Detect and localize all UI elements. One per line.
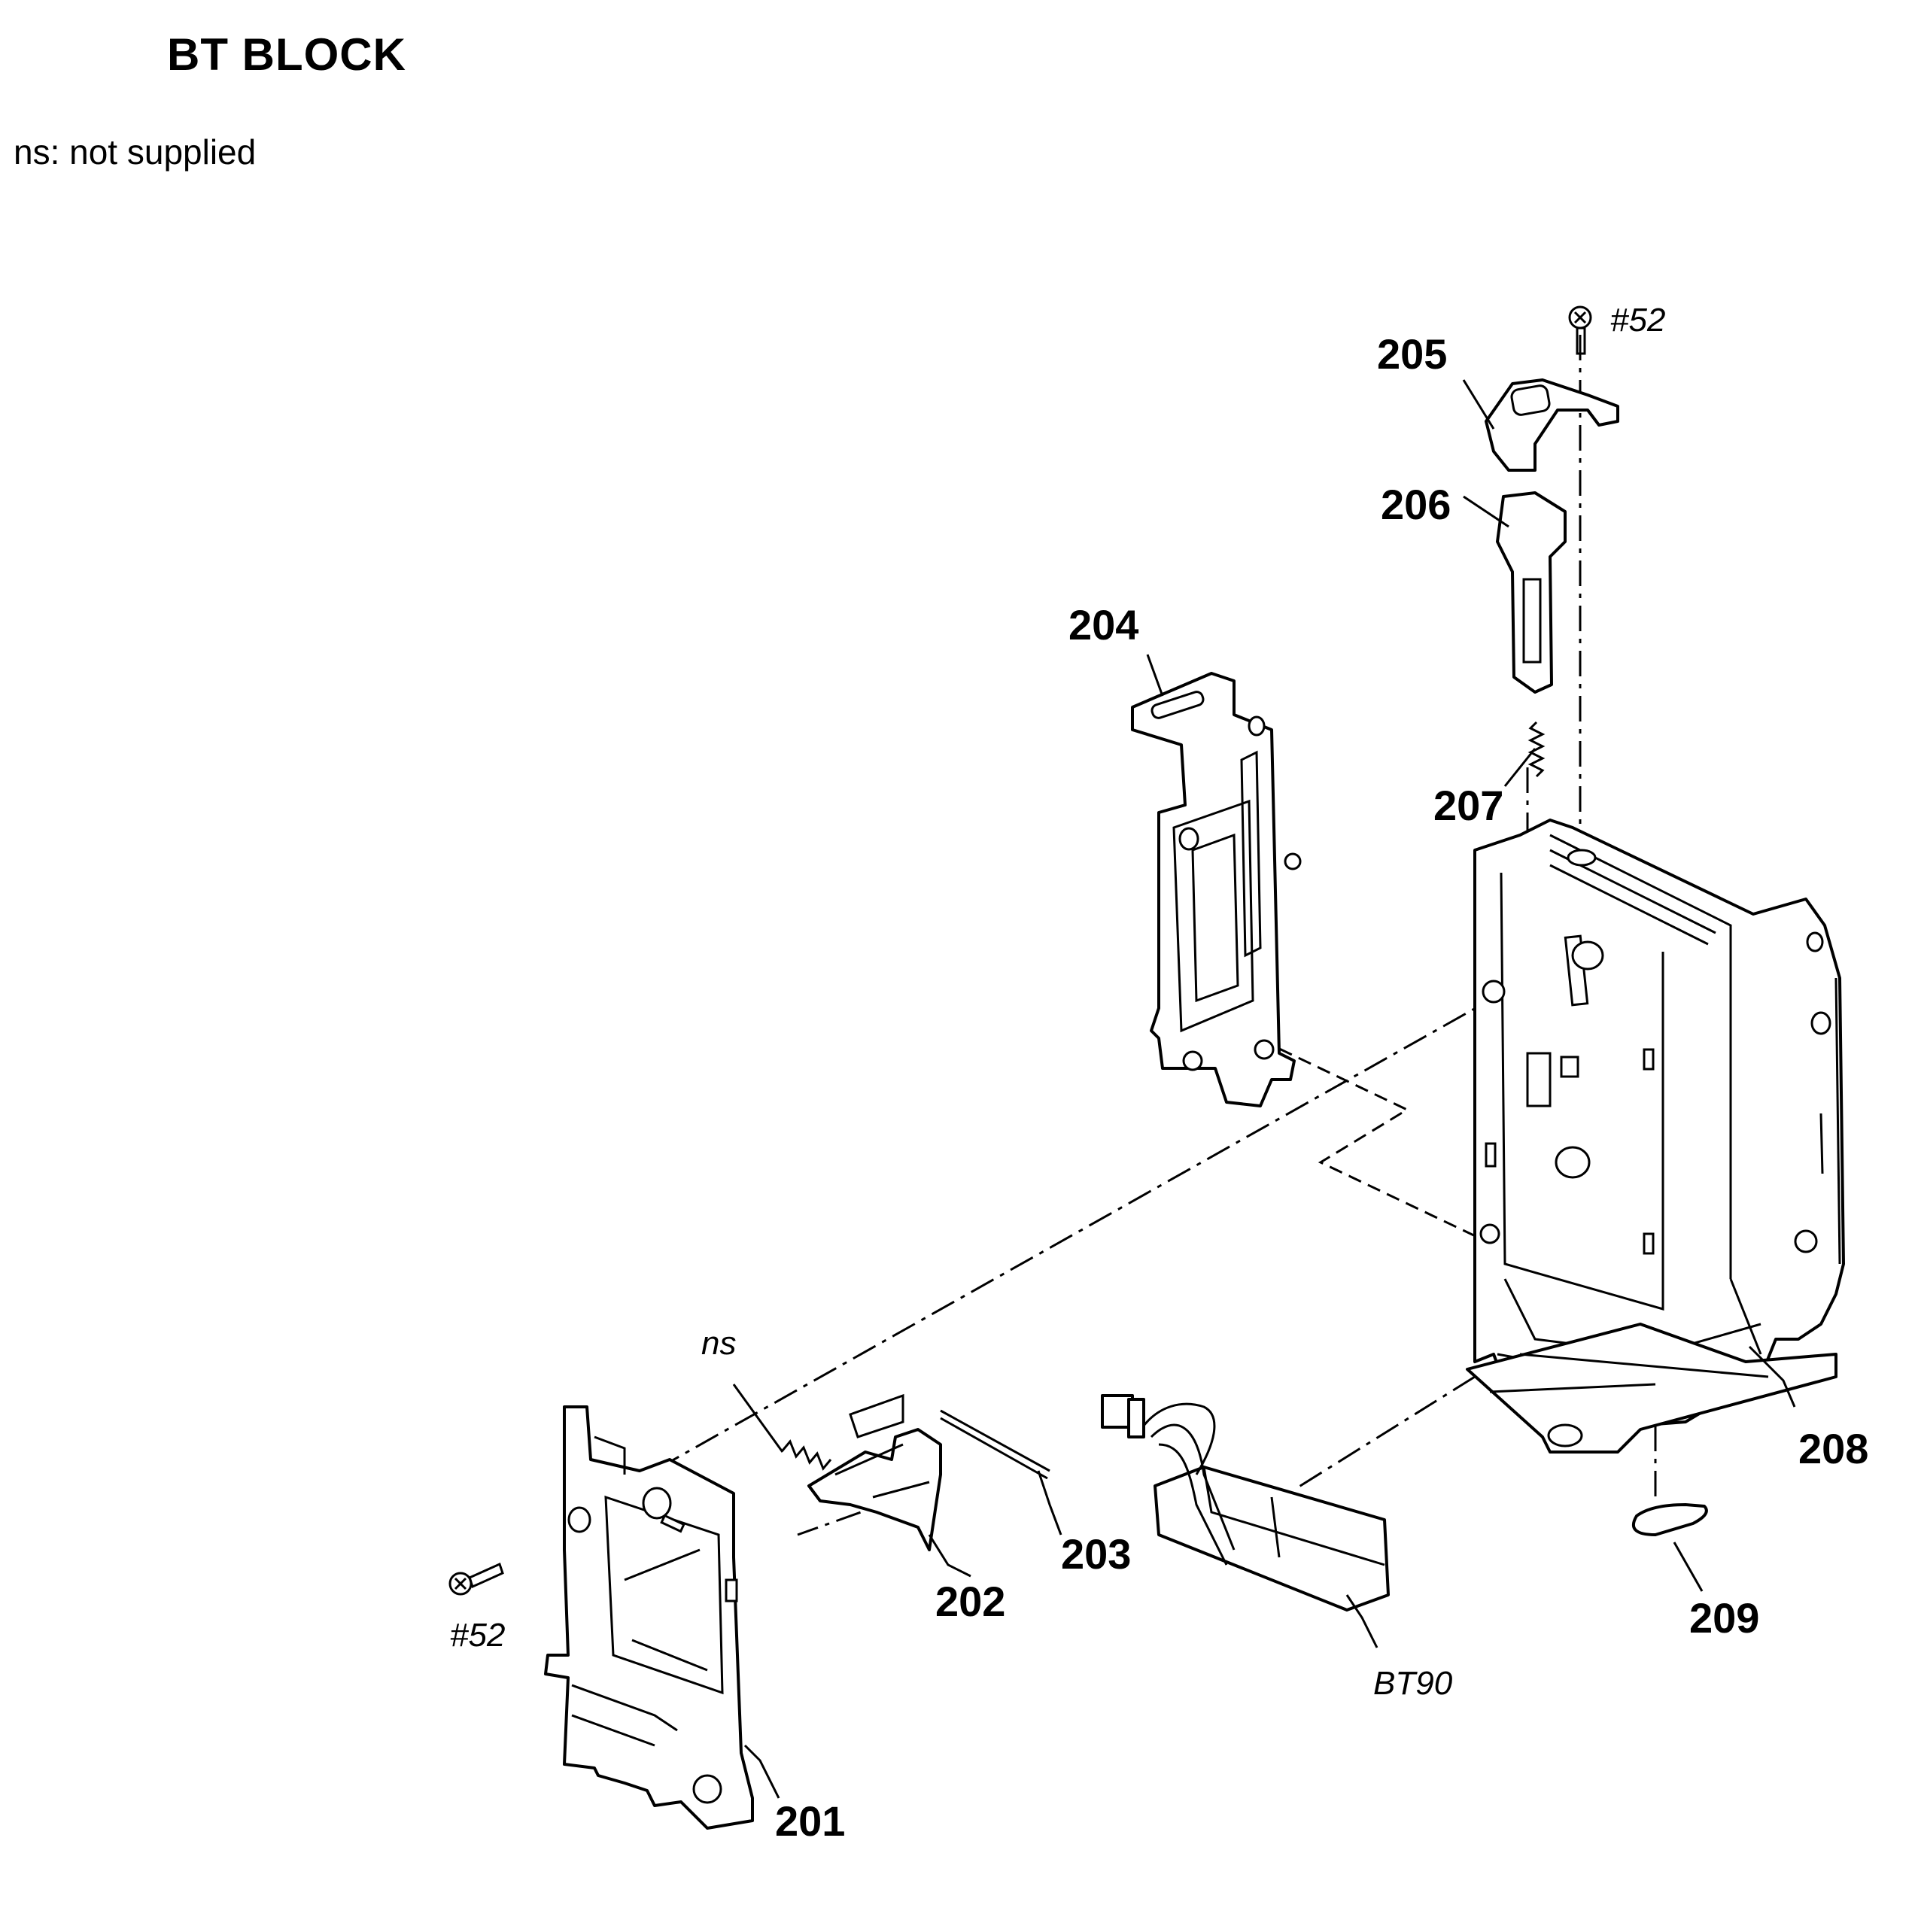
part-bt90-harness [1101, 1394, 1390, 1612]
label-ns: ns [701, 1325, 736, 1362]
page-title: BT BLOCK [167, 29, 406, 80]
label-screw-52-left: #52 [450, 1617, 505, 1654]
label-202: 202 [935, 1578, 1005, 1625]
label-bt90: BT90 [1373, 1665, 1453, 1702]
part-204-bracket [1131, 672, 1302, 1107]
label-207: 207 [1433, 782, 1503, 829]
part-202-bracket [807, 1393, 942, 1551]
screw-52-left [448, 1562, 504, 1596]
label-209: 209 [1689, 1594, 1759, 1642]
part-208-plate [1466, 1323, 1837, 1454]
screw-52-top [1568, 305, 1592, 355]
label-205: 205 [1377, 330, 1447, 378]
label-203: 203 [1061, 1530, 1131, 1578]
part-206-slider [1496, 491, 1567, 694]
part-201-frame [544, 1405, 754, 1830]
part-203-pin [940, 1409, 1050, 1480]
label-201: 201 [775, 1797, 845, 1845]
leader-lines [732, 379, 1796, 1799]
label-204: 204 [1068, 601, 1138, 649]
spring-ns [781, 1439, 832, 1471]
label-206: 206 [1381, 481, 1451, 528]
legend-note: ns: not supplied [14, 132, 257, 172]
label-208: 208 [1798, 1425, 1868, 1472]
label-screw-52-top: #52 [1610, 302, 1665, 339]
part-207-spring [1527, 721, 1546, 778]
part-205-latch [1485, 378, 1619, 472]
part-209-pad [1631, 1503, 1708, 1536]
part-208-holder [1473, 819, 1845, 1431]
